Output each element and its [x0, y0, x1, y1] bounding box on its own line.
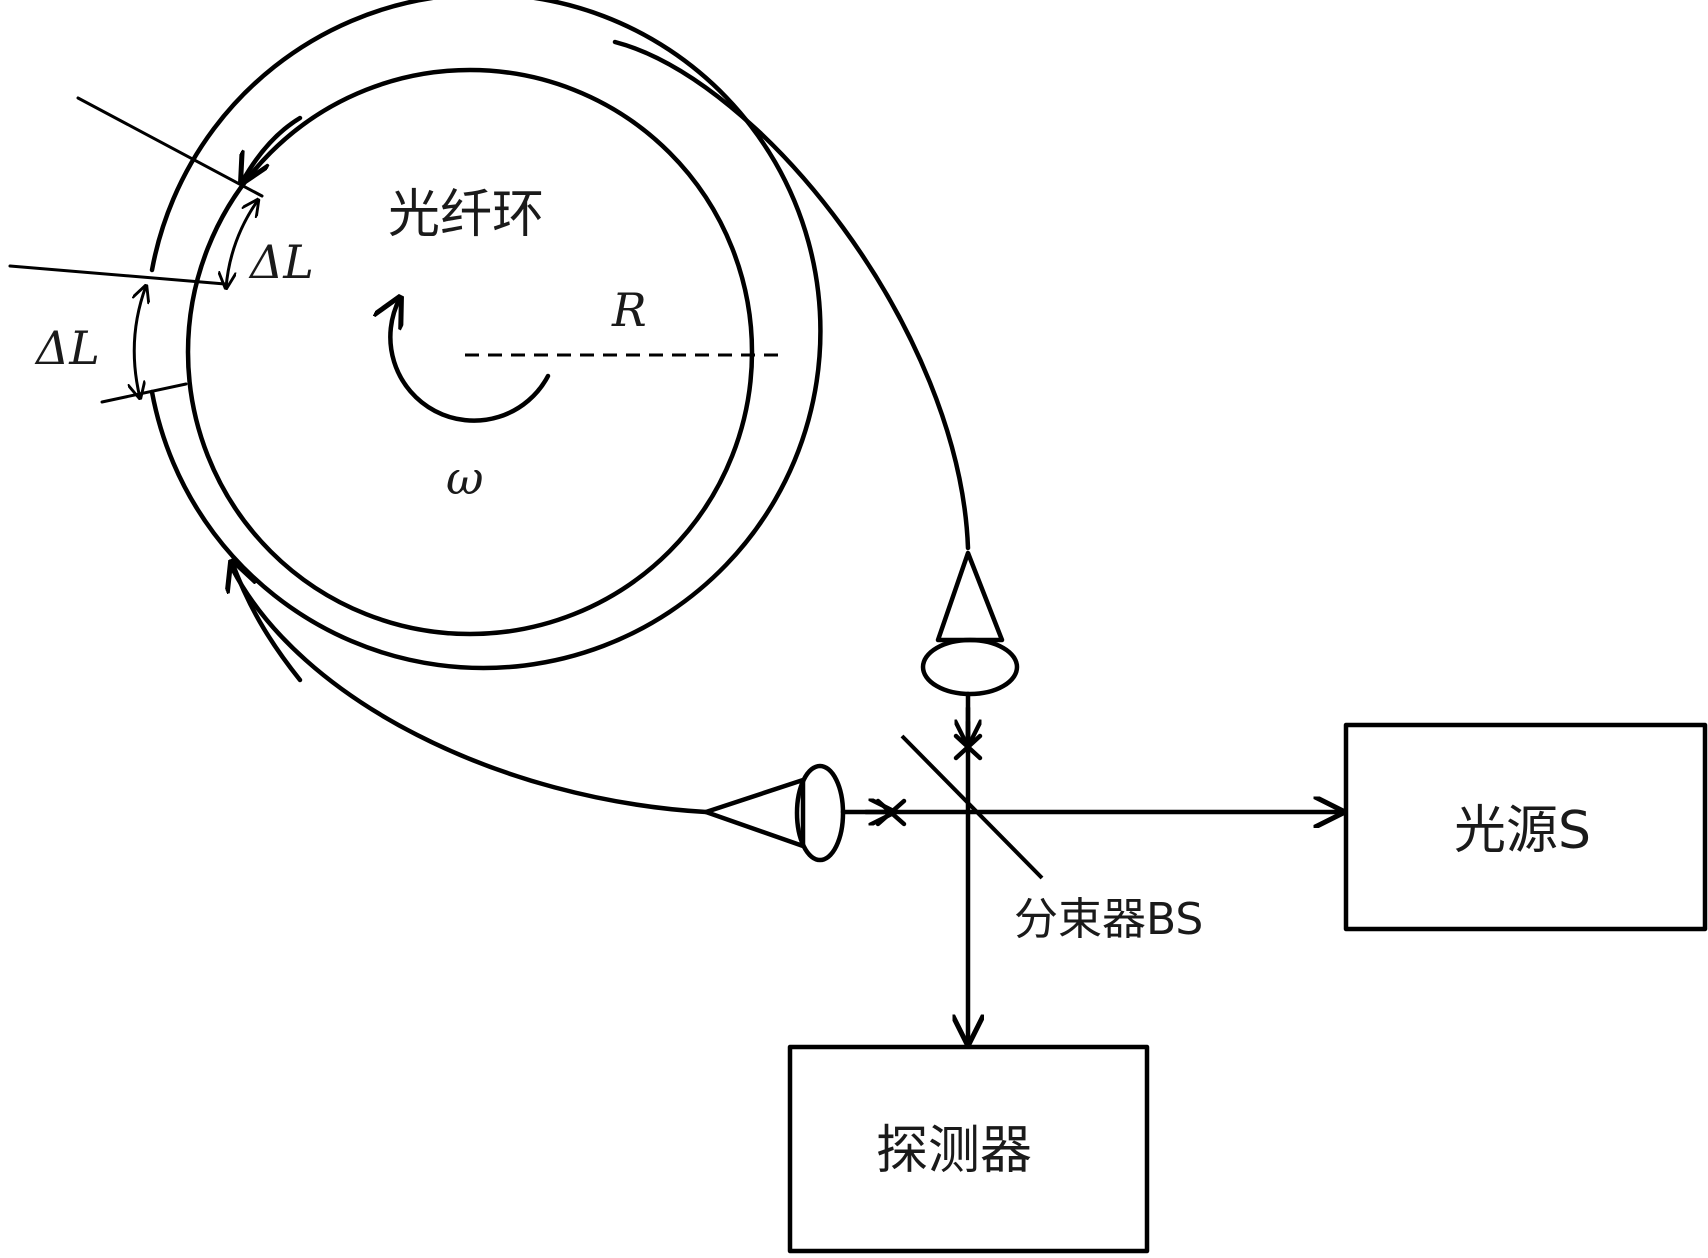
fiber-coil-label: 光纤环 — [388, 185, 544, 245]
delta-l-inner-label: ΔL — [248, 235, 314, 289]
left-fiber-coupler — [706, 780, 803, 846]
cut-line-1 — [78, 98, 262, 196]
upper-lens — [923, 640, 1017, 694]
cut-line-3 — [102, 384, 186, 402]
detector-label: 探测器 — [876, 1121, 1032, 1181]
radius-label: R — [611, 283, 647, 337]
light-source-label: 光源S — [1454, 801, 1591, 861]
beam-splitter-label: 分束器BS — [1014, 894, 1203, 945]
cut-line-2 — [10, 266, 225, 284]
beam-splitter-plate — [902, 736, 1042, 878]
upper-fiber-coupler — [938, 553, 1002, 640]
delta-l-outer-label: ΔL — [34, 321, 100, 375]
rotation-label: ω — [446, 451, 484, 505]
inner-fiber-loop — [188, 70, 752, 634]
delta-l-outer-arrow — [134, 286, 146, 398]
fiber-lead-bottom — [232, 568, 706, 812]
rotation-arrow — [390, 298, 548, 421]
